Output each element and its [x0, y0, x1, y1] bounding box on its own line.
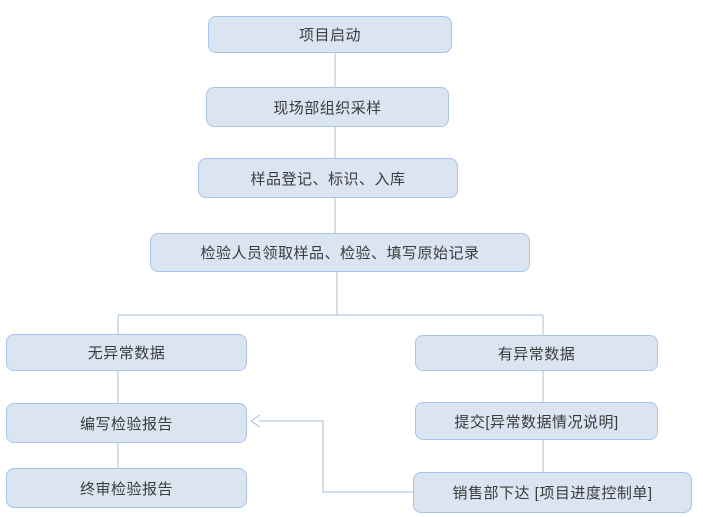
flow-node-write-report: 编写检验报告 — [6, 403, 247, 443]
flow-node-sales-issue-control-sheet: 销售部下达 [项目进度控制单] — [413, 472, 692, 513]
flow-node-submit-abnormal-statement: 提交[异常数据情况说明] — [415, 402, 658, 440]
flow-node-inspection: 检验人员领取样品、检验、填写原始记录 — [150, 233, 530, 272]
left-arrowhead-icon — [250, 414, 261, 428]
flow-node-registration: 样品登记、标识、入库 — [198, 158, 458, 198]
flow-node-start: 项目启动 — [208, 16, 452, 53]
flow-node-final-review: 终审检验报告 — [6, 468, 247, 508]
flow-node-no-abnormal-data: 无异常数据 — [6, 334, 247, 371]
flow-node-sampling: 现场部组织采样 — [206, 87, 449, 127]
flow-node-has-abnormal-data: 有异常数据 — [415, 335, 658, 371]
feedback-connector-sales-write-report — [259, 420, 413, 493]
